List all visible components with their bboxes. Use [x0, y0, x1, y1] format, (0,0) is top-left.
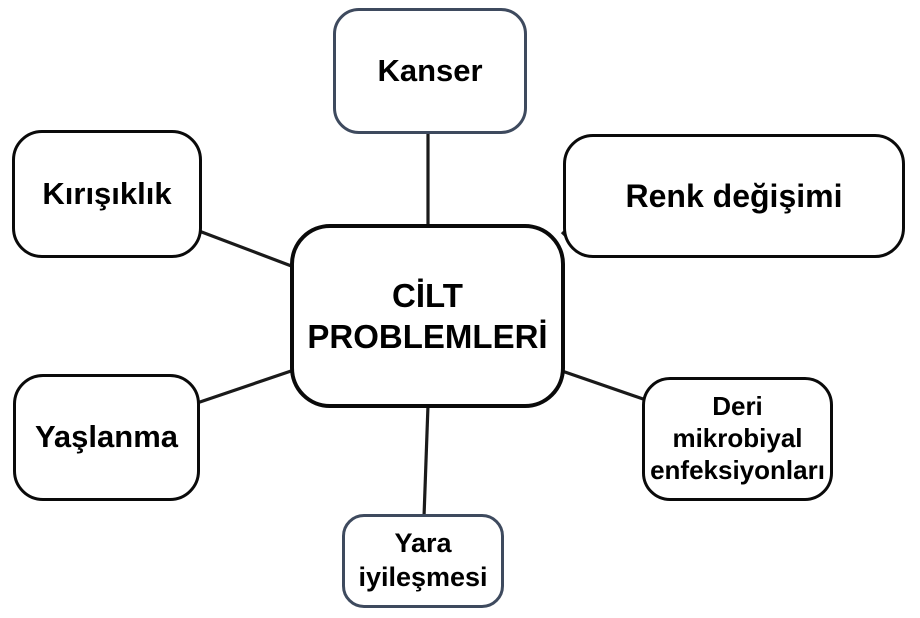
node-kanser-label: Kanser — [377, 52, 483, 88]
node-kirisiklik: Kırışıklık — [12, 130, 202, 258]
node-kanser: Kanser — [333, 8, 527, 134]
connector-center-yara — [422, 404, 430, 518]
connector-center-kirisiklik — [198, 229, 295, 269]
node-deri-mikrobiyal-enfeksiyonlari: Deri mikrobiyal enfeksiyonları — [642, 377, 833, 501]
node-yaslanma: Yaşlanma — [13, 374, 200, 501]
node-renk-degisimi-label: Renk değişimi — [625, 178, 843, 214]
node-deri-mikrobiyal-enfeksiyonlari-label: Deri mikrobiyal enfeksiyonları — [650, 391, 825, 485]
node-renk-degisimi: Renk değişimi — [563, 134, 905, 258]
node-yara-iyilesmesi: Yara iyileşmesi — [342, 514, 504, 608]
connector-center-yaslanma — [196, 368, 295, 405]
node-cilt-problemleri-label: CİLT PROBLEMLERİ — [307, 276, 548, 355]
node-yaslanma-label: Yaşlanma — [34, 419, 179, 455]
connector-center-deri — [561, 369, 647, 402]
node-kirisiklik-label: Kırışıklık — [42, 175, 172, 211]
node-cilt-problemleri: CİLT PROBLEMLERİ — [290, 224, 565, 408]
node-yara-iyilesmesi-label: Yara iyileşmesi — [358, 528, 488, 592]
